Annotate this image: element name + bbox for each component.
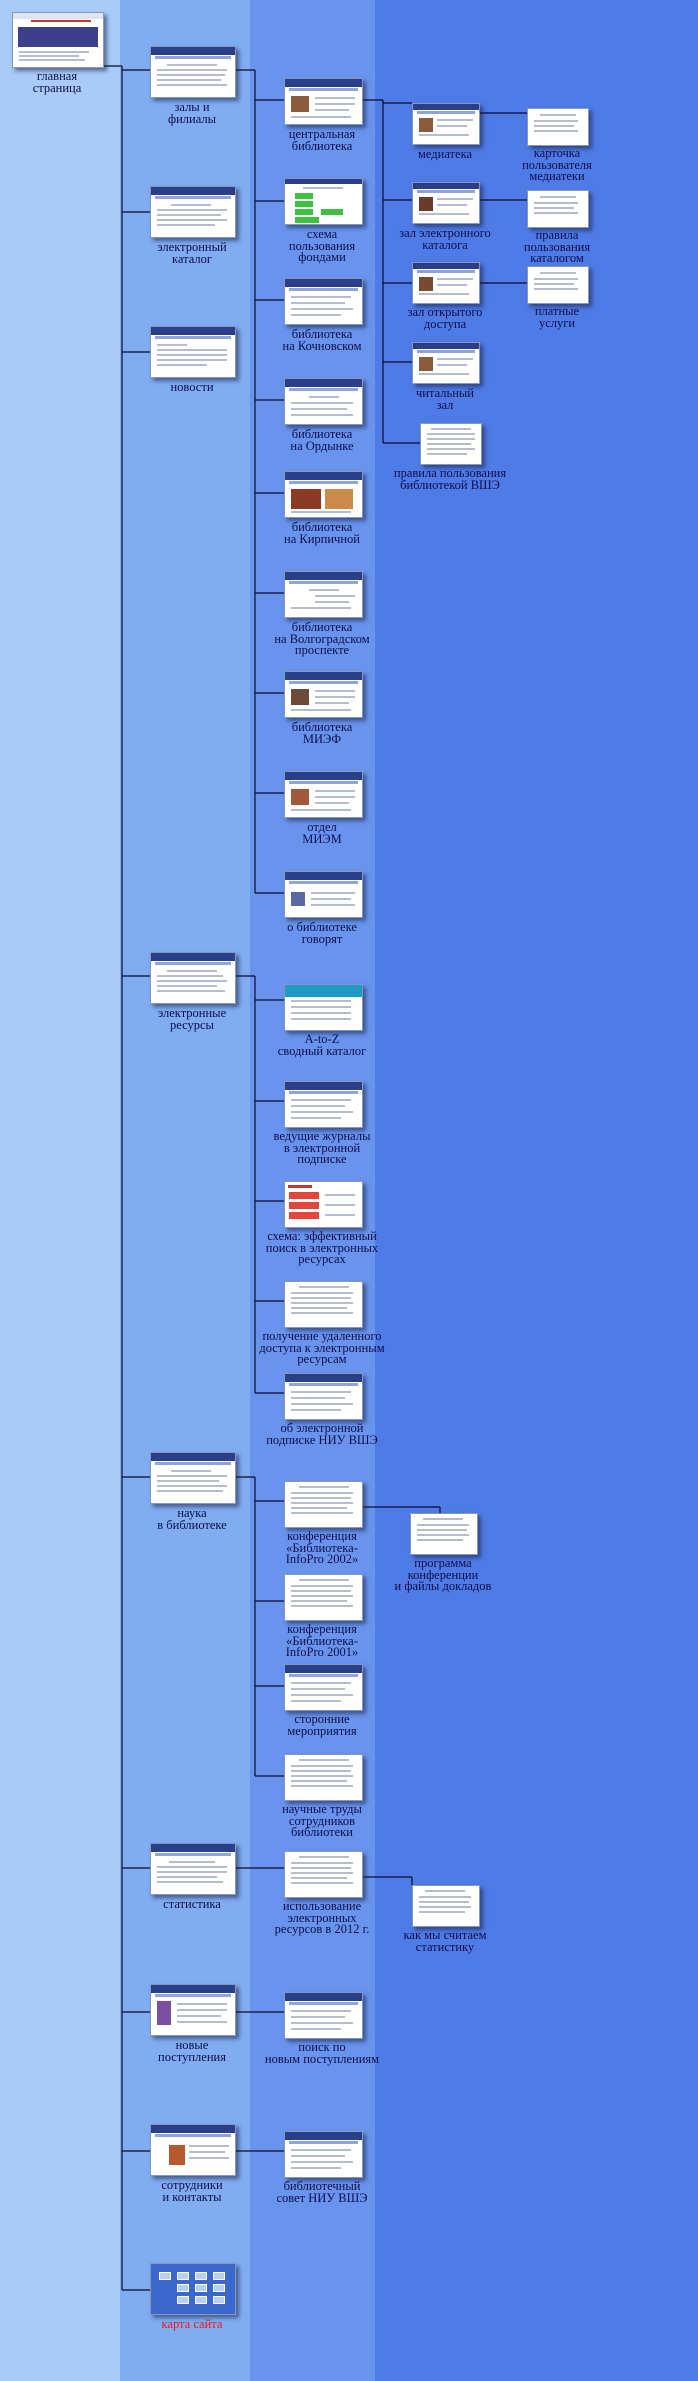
label-leading-journals[interactable]: ведущие журналы в электронной подписке <box>273 1129 371 1166</box>
label-statistics[interactable]: статистика <box>163 1897 221 1911</box>
thumb-catalog-hall[interactable] <box>412 182 480 224</box>
thumb-new-arrivals[interactable] <box>150 1984 236 2036</box>
label-library-council[interactable]: библиотечный совет НИУ ВШЭ <box>276 2179 368 2205</box>
thumb-central-library[interactable] <box>284 78 363 125</box>
thumb-media-user-card[interactable] <box>527 108 589 146</box>
thumb-a-to-z[interactable] <box>284 984 363 1031</box>
thumb-news[interactable] <box>150 326 236 378</box>
thumb-library-council[interactable] <box>284 2131 363 2178</box>
label-new-arrivals-search[interactable]: поиск по новым поступлениям <box>264 2040 380 2066</box>
thumb-paid-services[interactable] <box>527 266 589 304</box>
label-open-access-hall[interactable]: зал открытого доступа <box>407 305 483 331</box>
label-staff-and-contacts[interactable]: сотрудники и контакты <box>161 2178 223 2204</box>
label-media-user-card[interactable]: карточка пользователя медиатеки <box>522 146 592 183</box>
label-library-mief[interactable]: библиотека МИЭФ <box>291 720 353 746</box>
label-library-rules[interactable]: правила пользования библиотекой ВШЭ <box>393 466 507 492</box>
thumb-about-e-subscription[interactable] <box>284 1373 363 1420</box>
label-central-library[interactable]: центральная библиотека <box>288 127 356 153</box>
thumb-e-resources-usage-2012[interactable] <box>284 1851 363 1898</box>
label-catalog-hall[interactable]: зал электронного каталога <box>399 226 491 252</box>
thumb-open-access-hall[interactable] <box>412 262 480 304</box>
label-site-map-current[interactable]: карта сайта <box>161 2317 223 2331</box>
label-halls-and-branches[interactable]: залы и филиалы <box>167 100 216 126</box>
thumb-remote-access[interactable] <box>284 1281 363 1328</box>
label-reading-room[interactable]: читальный зал <box>416 386 474 412</box>
label-home-page[interactable]: главная страница <box>32 69 82 95</box>
label-news[interactable]: новости <box>170 380 214 394</box>
label-library-kochnovsky[interactable]: библиотека на Кочновском <box>282 327 362 353</box>
thumb-catalog-rules[interactable] <box>527 190 589 228</box>
thumb-library-kochnovsky[interactable] <box>284 278 363 325</box>
thumb-how-we-count[interactable] <box>412 1885 480 1927</box>
label-electronic-resources[interactable]: электронные ресурсы <box>157 1006 227 1032</box>
label-electronic-catalog[interactable]: электронный каталог <box>157 240 227 266</box>
thumb-science-in-library[interactable] <box>150 1452 236 1504</box>
label-media-library[interactable]: медиатека <box>417 147 472 161</box>
label-science-in-library[interactable]: наука в библиотеке <box>157 1506 227 1532</box>
label-a-to-z[interactable]: A-to-Z сводный каталог <box>277 1032 367 1058</box>
thumb-department-miem[interactable] <box>284 771 363 818</box>
label-collections-scheme[interactable]: схема пользования фондами <box>288 227 356 264</box>
thumb-library-rules[interactable] <box>420 423 482 465</box>
thumb-halls-and-branches[interactable] <box>150 46 236 98</box>
thumb-statistics[interactable] <box>150 1843 236 1895</box>
label-library-ordynka[interactable]: библиотека на Ордынке <box>290 427 354 453</box>
thumb-staff-research[interactable] <box>284 1754 363 1801</box>
thumb-conference-program[interactable] <box>410 1513 478 1555</box>
thumb-leading-journals[interactable] <box>284 1081 363 1128</box>
thumb-electronic-catalog[interactable] <box>150 186 236 238</box>
thumb-collections-scheme[interactable] <box>284 178 363 225</box>
label-how-we-count[interactable]: как мы считаем статистику <box>403 1928 487 1954</box>
label-effective-search-scheme[interactable]: схема: эффективный поиск в электронных р… <box>265 1229 379 1266</box>
label-catalog-rules[interactable]: правила пользования каталогом <box>523 228 591 265</box>
label-conference-2001[interactable]: конференция «Библиотека- InfoPro 2001» <box>285 1622 359 1659</box>
thumb-new-arrivals-search[interactable] <box>284 1992 363 2039</box>
label-conference-2002[interactable]: конференция «Библиотека- InfoPro 2002» <box>285 1529 359 1566</box>
label-new-arrivals[interactable]: новые поступления <box>158 2038 226 2064</box>
thumb-media-library[interactable] <box>412 103 480 145</box>
thumb-library-ordynka[interactable] <box>284 378 363 425</box>
thumb-electronic-resources[interactable] <box>150 952 236 1004</box>
label-conference-program[interactable]: программа конференции и файлы докладов <box>394 1556 492 1593</box>
label-staff-research[interactable]: научные труды сотрудников библиотеки <box>282 1802 362 1839</box>
thumb-conference-2002[interactable] <box>284 1481 363 1528</box>
label-e-resources-usage-2012[interactable]: использование электронных ресурсов в 201… <box>274 1899 370 1936</box>
thumb-conference-2001[interactable] <box>284 1574 363 1621</box>
thumb-home-page[interactable] <box>12 12 104 68</box>
thumb-library-kirpichnaya[interactable] <box>284 471 363 518</box>
label-department-miem[interactable]: отдел МИЭМ <box>302 820 342 846</box>
label-about-e-subscription[interactable]: об электронной подписке НИУ ВШЭ <box>266 1421 378 1447</box>
thumb-effective-search-scheme[interactable] <box>284 1181 363 1228</box>
label-about-library-press[interactable]: о библиотеке говорят <box>287 920 357 946</box>
thumb-reading-room[interactable] <box>412 342 480 384</box>
label-remote-access[interactable]: получение удаленного доступа к электронн… <box>259 1329 385 1366</box>
thumb-site-map[interactable] <box>150 2263 236 2315</box>
thumb-library-mief[interactable] <box>284 671 363 718</box>
label-library-kirpichnaya[interactable]: библиотека на Кирпичной <box>284 520 360 546</box>
thumb-library-volgogradsky[interactable] <box>284 571 363 618</box>
label-library-volgogradsky[interactable]: библиотека на Волгоградском проспекте <box>274 620 370 657</box>
label-external-events[interactable]: сторонние мероприятия <box>287 1712 357 1738</box>
label-paid-services[interactable]: платные услуги <box>534 304 580 330</box>
thumb-external-events[interactable] <box>284 1664 363 1711</box>
thumb-about-library-press[interactable] <box>284 871 363 918</box>
thumb-staff-and-contacts[interactable] <box>150 2124 236 2176</box>
